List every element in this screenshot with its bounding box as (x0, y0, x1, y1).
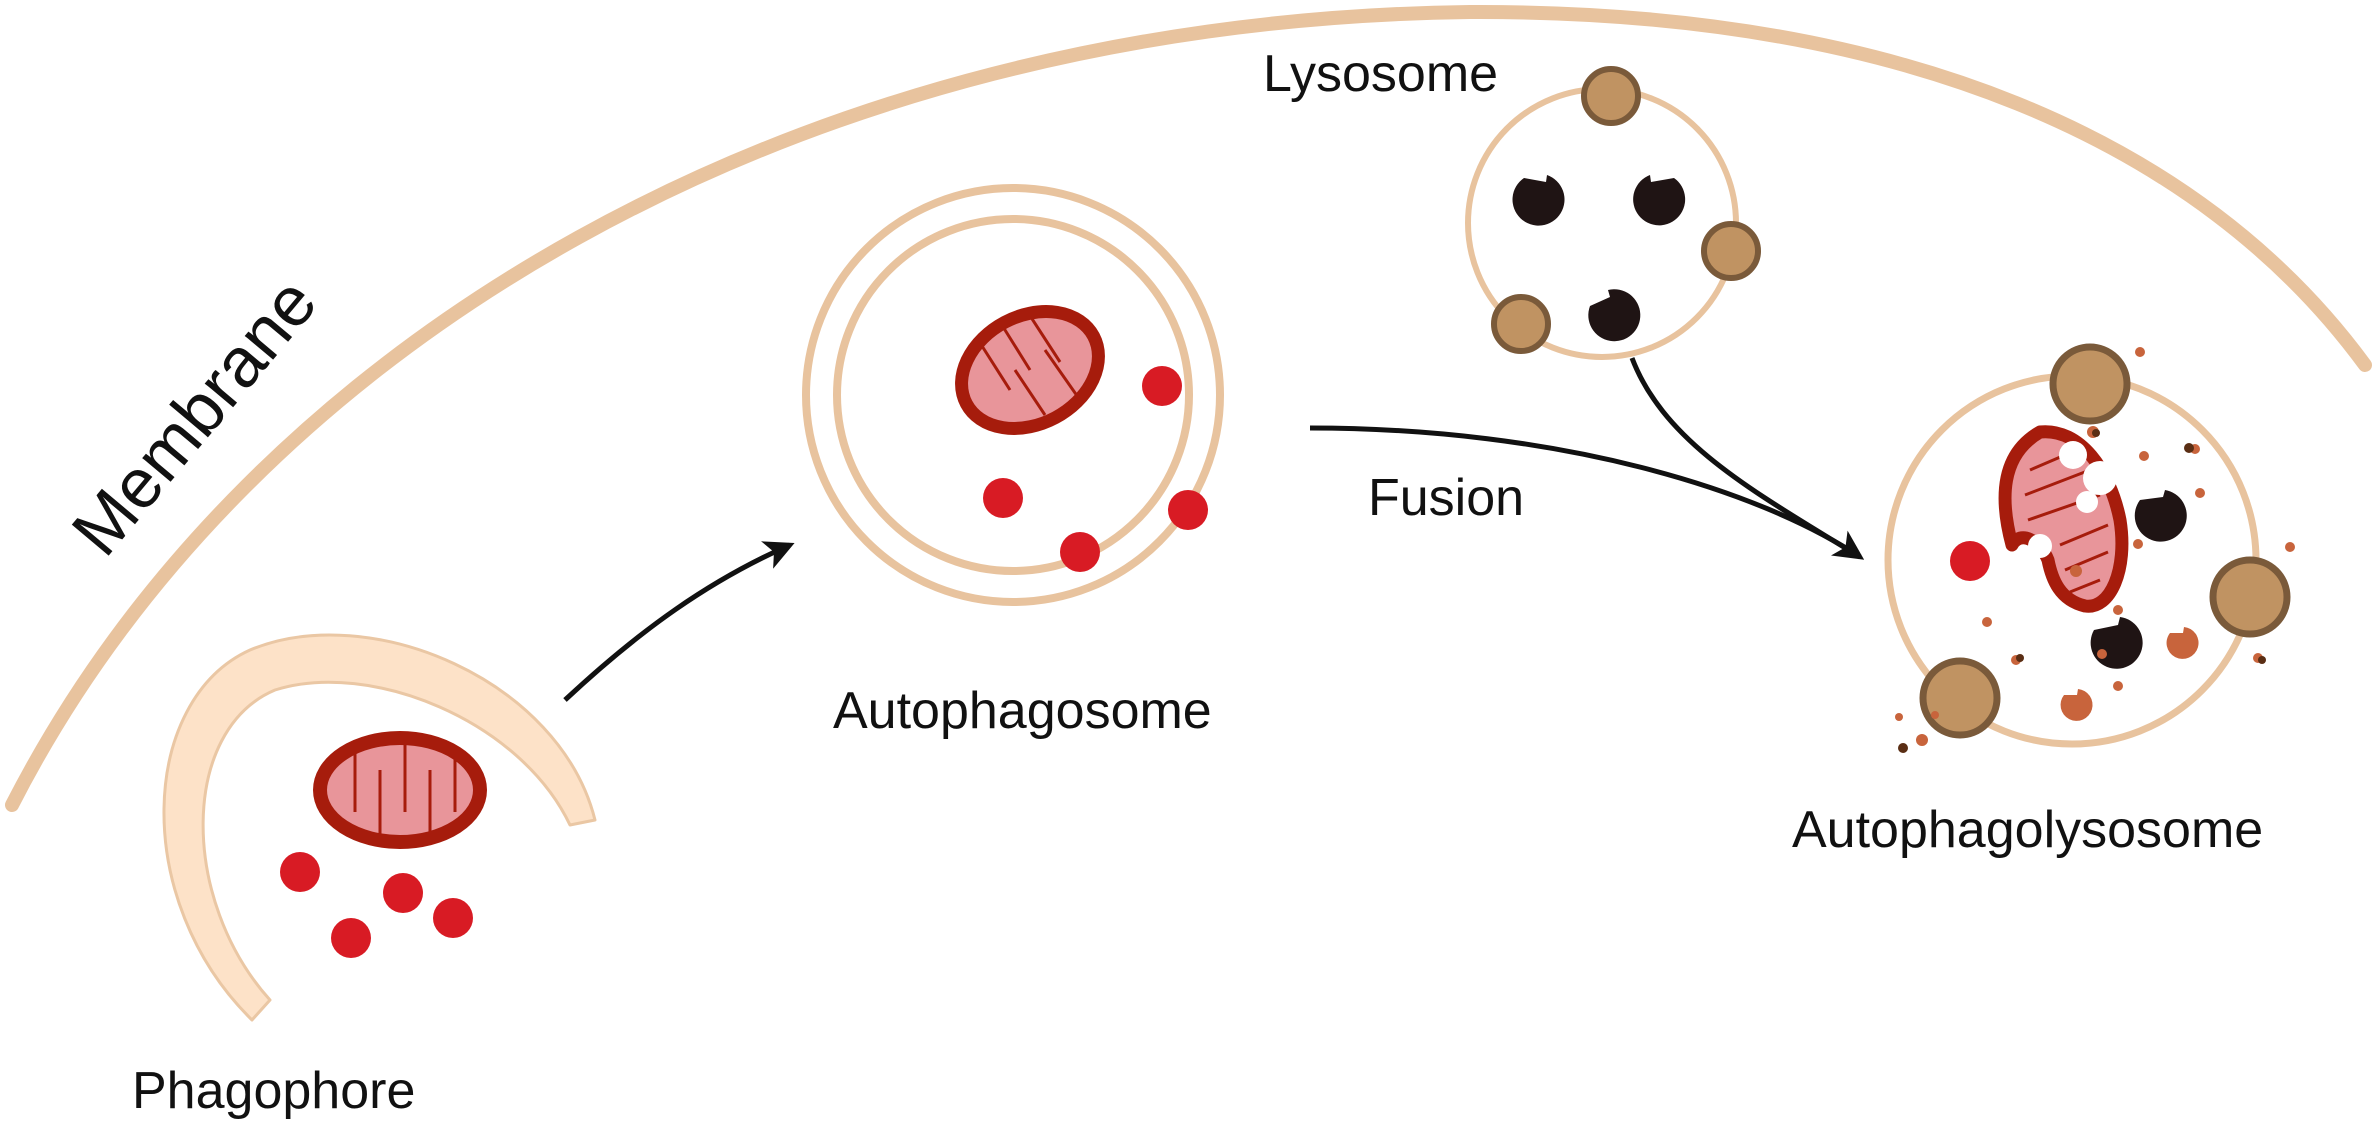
cargo-dot (1060, 532, 1100, 572)
cargo-dot (1168, 490, 1208, 530)
lysosome-granule (1581, 66, 1641, 126)
cargo-dot (983, 478, 1023, 518)
fusion-label: Fusion (1368, 469, 1524, 527)
lysosome-label: Lysosome (1263, 45, 1498, 103)
cargo-dot (280, 852, 320, 892)
autophagosome-label: Autophagosome (833, 682, 1212, 740)
lysosome-granule (1919, 657, 2001, 739)
cargo-dot (383, 873, 423, 913)
membrane-label: Membrane (57, 263, 332, 569)
enzyme-fragment (2060, 689, 2093, 721)
enzyme (2134, 490, 2187, 542)
cargo-dot (433, 898, 473, 938)
autophagosome (802, 184, 1224, 606)
lysosome-granule (1701, 221, 1761, 281)
enzyme (1633, 175, 1686, 226)
enzyme (1588, 289, 1641, 342)
lysosome (1465, 66, 1761, 360)
enzyme (1512, 175, 1565, 226)
cargo-dot (331, 918, 371, 958)
dark-debris (1898, 429, 2266, 753)
phagophore-mitochondrion (313, 731, 487, 849)
cell-membrane (5, 4, 2372, 812)
cargo-dot (1950, 541, 1990, 581)
phagophore-membrane (162, 633, 597, 1022)
arrow-phagophore-to-autophagosome (563, 541, 795, 702)
lysosome-granule (2209, 556, 2291, 638)
autophagolysosome (1884, 343, 2295, 753)
autophagosome-mitochondrion (955, 305, 1105, 435)
enzyme-fragment (2166, 627, 2199, 659)
phagophore (162, 633, 597, 1022)
cargo-dot (1142, 366, 1182, 406)
lysosome-granule (1491, 294, 1551, 354)
phagophore-label: Phagophore (132, 1062, 415, 1120)
autophagolysosome-label: Autophagolysosome (1792, 801, 2263, 859)
arrow-lysosome-to-autophagolysosome (1629, 357, 1862, 560)
lysosome-granule (2049, 343, 2131, 425)
